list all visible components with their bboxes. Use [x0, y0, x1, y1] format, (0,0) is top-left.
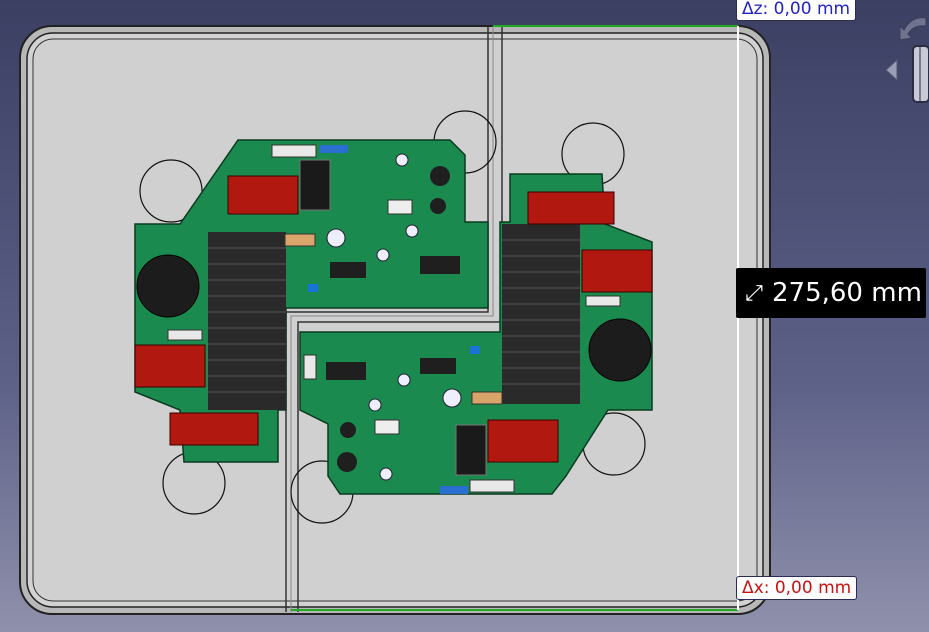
delta-x-label: Δx: 0,00 mm — [736, 576, 858, 600]
pcb-board-right[interactable] — [299, 173, 653, 495]
heatsink — [208, 232, 286, 410]
buzzer — [588, 318, 652, 382]
buzzer — [136, 254, 200, 318]
capacitor — [134, 344, 206, 388]
measurement-lines — [291, 25, 739, 611]
capacitor — [169, 412, 259, 446]
connector — [299, 159, 331, 211]
capacitor — [227, 175, 299, 215]
navigation-cube[interactable] — [880, 10, 929, 110]
connector — [271, 144, 317, 158]
diagonal-arrow-icon: ⤢ — [745, 280, 763, 306]
rotate-view-icon[interactable] — [899, 17, 927, 41]
connector — [374, 419, 400, 435]
connector — [320, 145, 348, 153]
connector — [455, 424, 487, 476]
capacitor — [527, 191, 615, 225]
enclosure-tray — [19, 25, 771, 615]
heatsink — [502, 224, 580, 404]
pcb-board-left[interactable] — [134, 139, 489, 463]
capacitor — [581, 249, 653, 293]
navigation-cube-icon[interactable] — [912, 45, 929, 103]
delta-z-label: Δz: 0,00 mm — [736, 0, 857, 21]
connector — [440, 486, 468, 494]
distance-measurement-label[interactable]: ⤢ 275,60 mm — [736, 268, 926, 318]
connector — [387, 199, 413, 215]
nav-arrow-left-icon[interactable] — [885, 58, 898, 82]
capacitor — [487, 419, 559, 463]
connector — [469, 479, 515, 493]
distance-value: 275,60 mm — [772, 278, 922, 308]
